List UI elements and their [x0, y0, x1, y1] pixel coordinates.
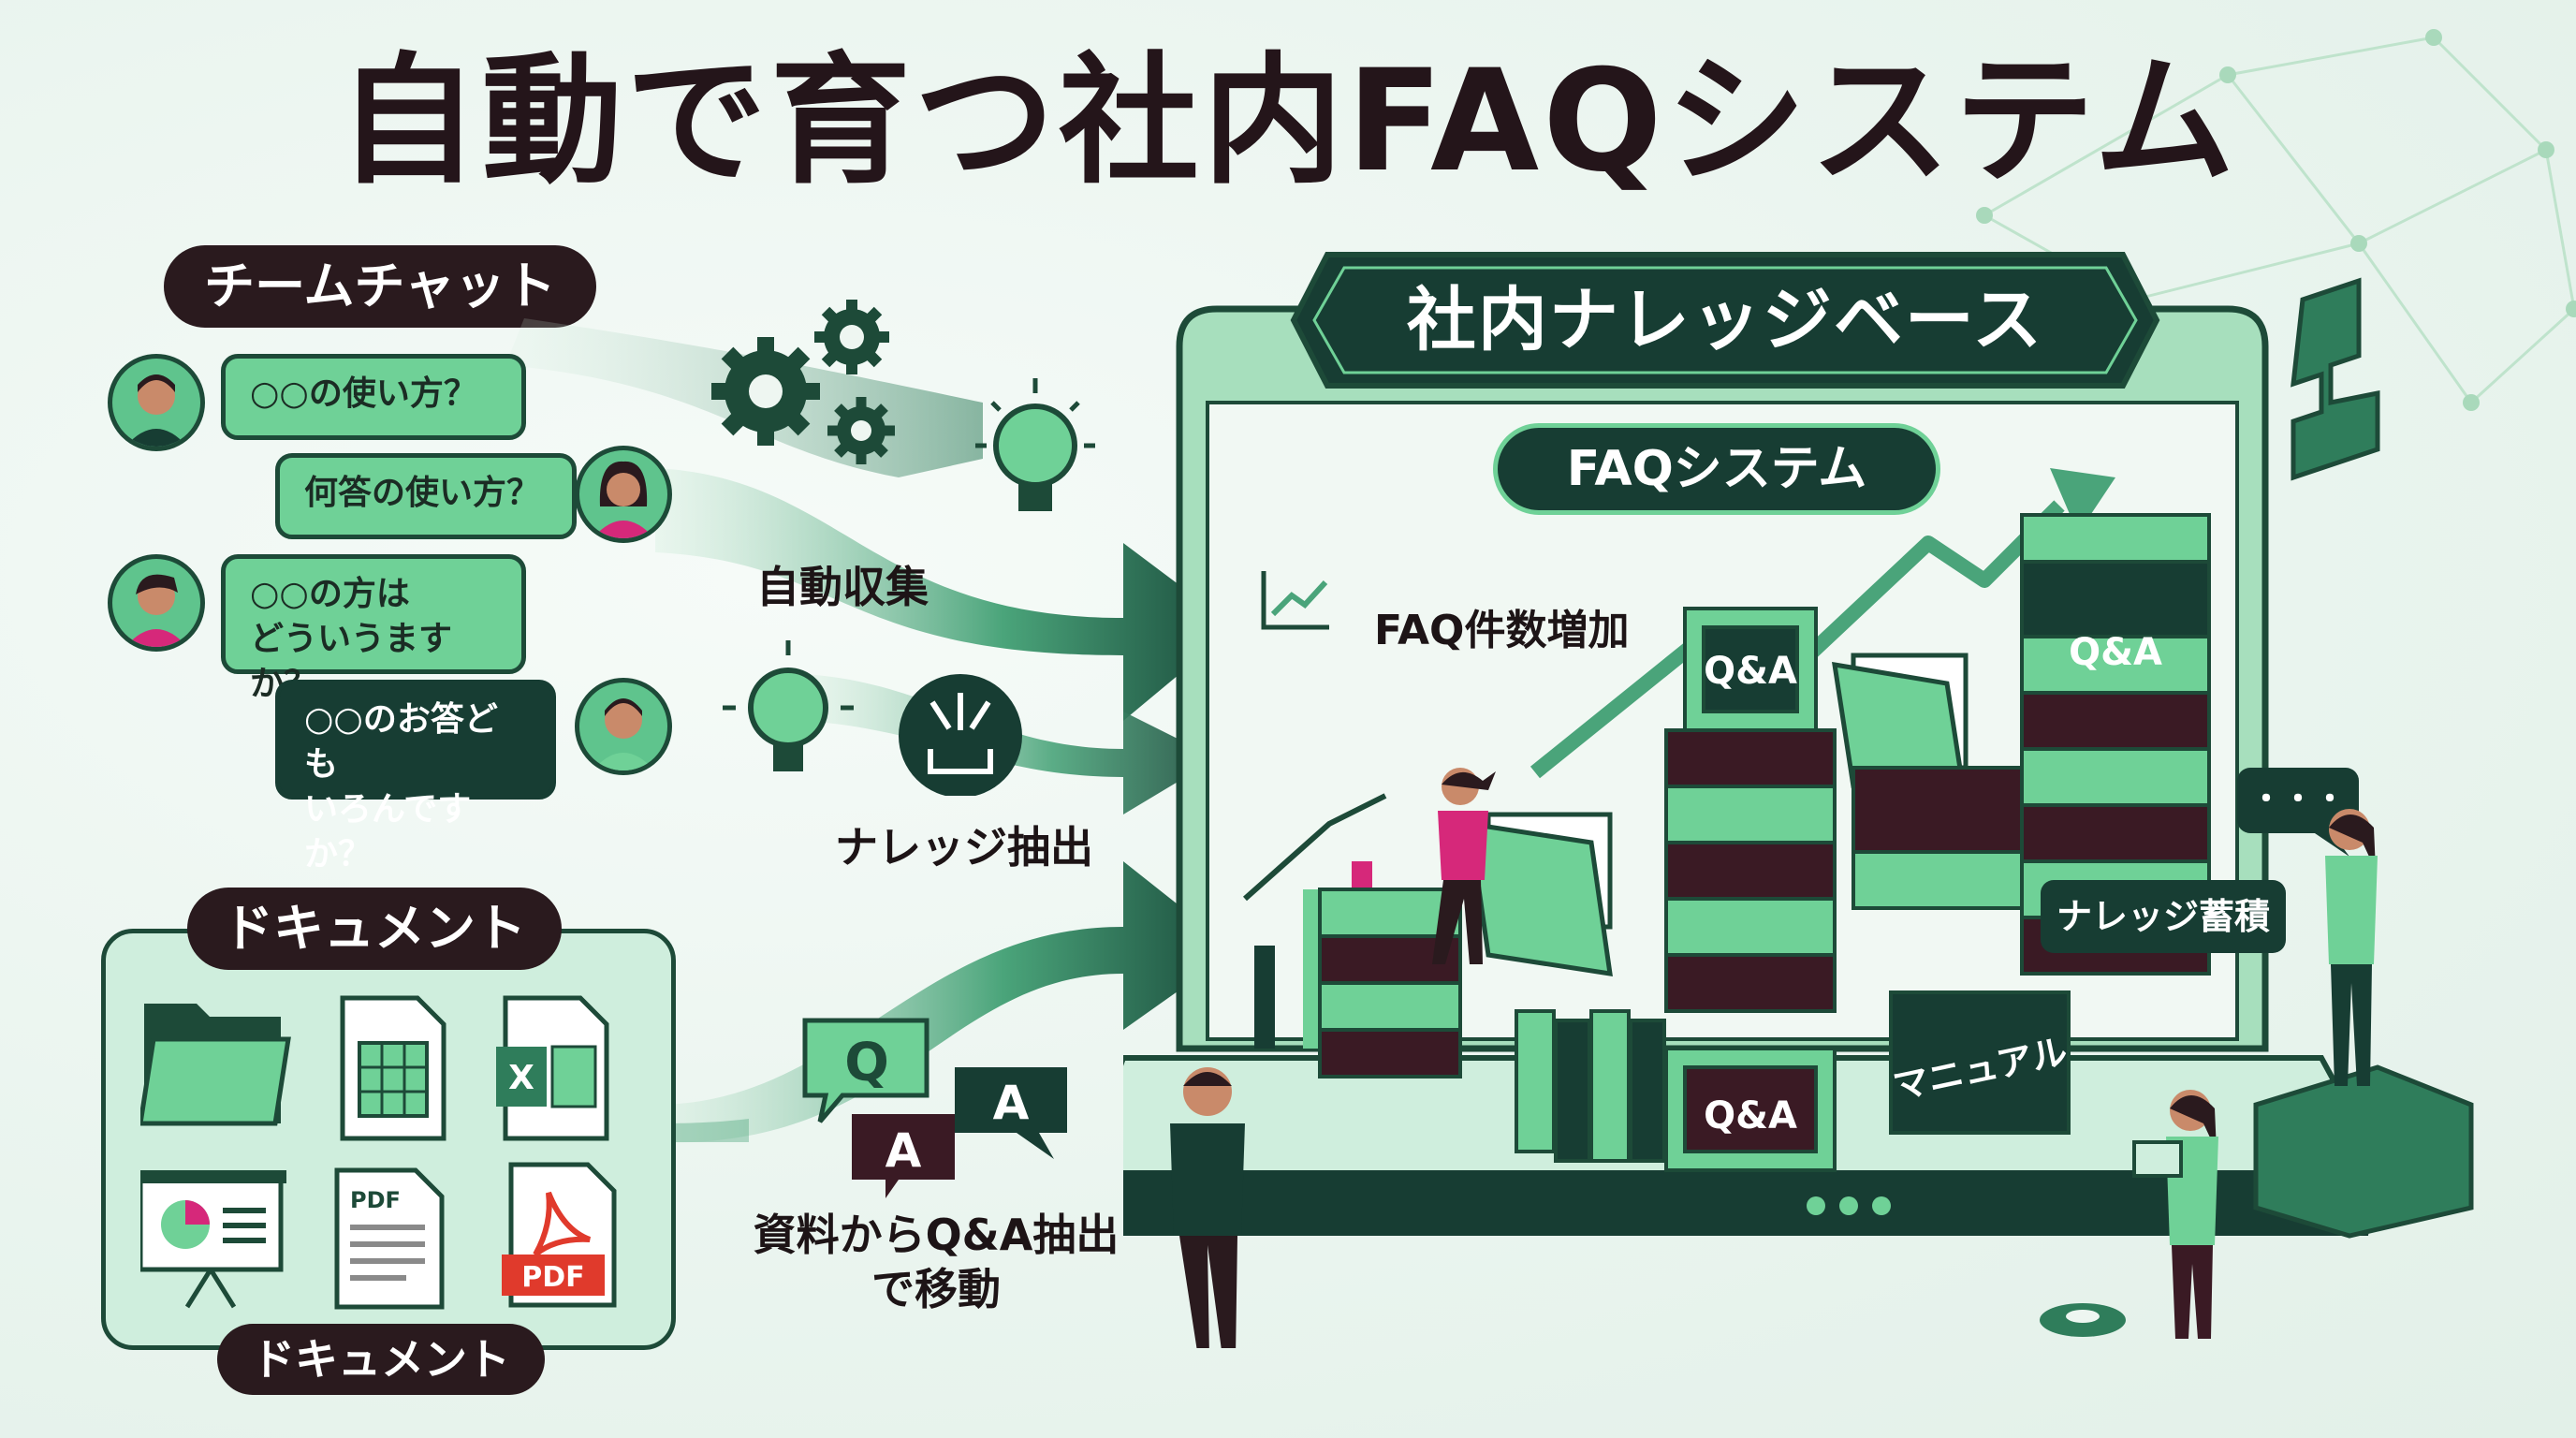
binder-group	[1515, 1009, 1837, 1172]
avatar	[108, 554, 205, 652]
pdf-document-icon: PDF	[334, 1167, 445, 1310]
team-chat-heading: チームチャット	[164, 245, 596, 328]
a-letter-1: A	[993, 1076, 1030, 1130]
chat-message: ○○の方は どういうますか？	[221, 554, 526, 703]
box-stack-middle	[1664, 607, 1837, 1013]
avatar	[108, 354, 205, 451]
chat-message-text: 何答の使い方？	[304, 474, 541, 512]
person-figure-climbing	[1432, 768, 1496, 964]
person-figure-tablet	[2132, 1090, 2218, 1339]
qa-icons: Q A A	[802, 1018, 1067, 1198]
folder-icon	[140, 1004, 291, 1126]
documents-heading: ドキュメント	[187, 888, 562, 970]
pedestal-box	[2253, 1064, 2474, 1239]
page-title: 自動で育つ社内FAQシステム	[337, 40, 2239, 203]
process-icons-top	[711, 300, 1095, 511]
chat-message-text: ○○の使い方？	[250, 374, 477, 413]
gear-icon	[827, 397, 895, 464]
chat-message: ○○の使い方？	[221, 354, 526, 440]
knowledge-base-banner: 社内ナレッジベース	[1290, 251, 2160, 389]
growth-chart-icon	[1261, 571, 1329, 630]
documents-footer-label: ドキュメント	[217, 1324, 545, 1395]
excel-letter: X	[508, 1059, 534, 1097]
knowledge-extract-label: ナレッジ抽出	[835, 822, 1093, 873]
network-decoration	[1976, 29, 2576, 411]
q-letter: Q	[844, 1033, 889, 1093]
manual-folder	[1889, 990, 2071, 1135]
pdf-badge: PDF	[521, 1261, 584, 1294]
chat-message: 何答の使い方？	[275, 453, 577, 539]
faq-growth-label: FAQ件数増加	[1374, 607, 1630, 654]
auto-collect-label: 自動収集	[756, 562, 929, 612]
spreadsheet-icon	[340, 995, 446, 1141]
knowledge-accumulate-label: ナレッジ蓄積	[2041, 880, 2286, 953]
knowledge-base-illustration: Q&A Q&A Q&A	[1123, 277, 2474, 1348]
ellipsis-bubble: ・・・	[2237, 768, 2359, 857]
chat-message-text: ○○の方は どういうますか？	[250, 575, 453, 703]
person-figure-left	[1170, 1067, 1245, 1348]
lightbulb-icon	[723, 640, 854, 771]
chat-message-text: ○○のお答ども いろんですか？	[304, 700, 498, 873]
answer-bubble-icon: A	[955, 1067, 1067, 1159]
lightbulb-icon	[975, 378, 1095, 511]
person-figure-right	[2325, 809, 2378, 1086]
qa-extract-label: 資料からQ&A抽出 で移動	[753, 1210, 1120, 1314]
presentation-icon	[140, 1170, 286, 1309]
qa-box-label-1: Q&A	[1704, 650, 1797, 693]
pdf-doc-label: PDF	[350, 1187, 401, 1213]
a-letter-2: A	[886, 1123, 922, 1178]
chat-message: ○○のお答ども いろんですか？	[275, 680, 556, 873]
folder-icon	[1467, 812, 1613, 976]
faq-system-label: FAQシステム	[1493, 423, 1940, 515]
growth-arrow	[1530, 500, 2065, 779]
qa-box-label-2: Q&A	[2069, 631, 2162, 674]
question-bubble-icon: Q	[802, 1018, 929, 1123]
stair-block-icon	[2291, 277, 2380, 481]
extract-icon	[899, 674, 1022, 796]
document-icons: X PDF PDF	[140, 995, 617, 1310]
excel-icon: X	[496, 995, 609, 1141]
answer-bubble-icon: A	[852, 1114, 955, 1198]
avatar	[575, 446, 672, 543]
box-stack-left	[1318, 888, 1462, 1078]
knowledge-base-title: 社内ナレッジベース	[1406, 280, 2044, 360]
process-icons-mid	[723, 640, 1022, 796]
avatar	[575, 678, 672, 775]
qa-box-label-3: Q&A	[1704, 1094, 1797, 1137]
gear-icon	[711, 337, 820, 446]
pdf-icon: PDF	[502, 1162, 617, 1308]
ellipsis-text: ・・・	[2250, 781, 2346, 818]
gear-icon	[814, 300, 889, 374]
